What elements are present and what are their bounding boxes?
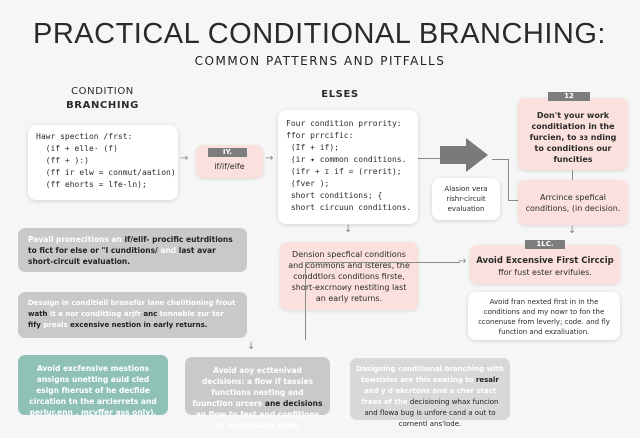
connector-line (305, 262, 460, 263)
bubble-text: decisioning whax funcion and flowa bug i… (364, 398, 499, 428)
note-box-short-circuit: Alasion vera rishr-circuit evaluation (432, 178, 500, 220)
code-box-condition: Hawr spection /frst: (if + elle· (f) (ff… (28, 125, 178, 200)
big-arrow-icon (440, 138, 488, 172)
bubble-teal-avoid: Avoid excfensive mestions ansigns unetti… (18, 355, 168, 417)
connector-line (305, 262, 306, 340)
badge-tag: IY. (208, 148, 247, 157)
connector-line (508, 200, 518, 201)
arrow-right-icon: → (265, 153, 274, 164)
bubble-text: Avoid aoy ecttenivad decisions: a flow i… (192, 366, 314, 408)
bubble-text: fify (28, 321, 41, 329)
pink-box-avoid: Avoid Excensive First Circcip ffor fust … (470, 245, 620, 284)
arrow-down-icon: ↓ (344, 224, 353, 235)
avoid-subtext: ffor fust ester ervifuies. (498, 267, 592, 277)
section-label-elses: ELSES (321, 89, 359, 100)
tag-1lc: 1LC. (525, 240, 565, 249)
bubble-text: Dessign in conditiell branefür lane chal… (28, 299, 236, 307)
bubble-designing: Dasigning conditional branching with tow… (350, 358, 510, 428)
arrow-down-icon: ↓ (247, 341, 256, 352)
bubble-text: tonnable zur tor (157, 310, 224, 318)
bubble-text: and (157, 246, 179, 255)
connector-line (572, 170, 573, 180)
bubble-text: preals (40, 321, 71, 329)
connector-line (492, 159, 508, 160)
bubble-text: and y d ekcrtons and a cher stact frees … (361, 387, 497, 406)
section-label-condition: CONDITION (71, 86, 134, 97)
white-box-nested: Avoid fran nexted first in in the condit… (468, 292, 620, 340)
bubble-text: wath (28, 310, 48, 318)
bubble-avoid-decisions: Avoid aoy ecttenivad decisions: a flow i… (185, 357, 330, 430)
tag-12: 12 (548, 92, 590, 101)
bubble-text: ane decisions (264, 399, 323, 408)
arrow-down-icon: ↓ (568, 225, 577, 236)
pink-box-specific: Arrcince spefical conditions, (in decisi… (518, 180, 628, 225)
avoid-heading: Avoid Excensive First Circcip (476, 255, 614, 266)
connector-line (418, 158, 440, 159)
bubble-text: it a nor conditting arjfr (47, 310, 144, 318)
bubble-if-elif: Pavall pronecitions an if/elif- procific… (18, 228, 247, 272)
code-box-elses: Four condition prrority: ffor prrcific: … (278, 110, 418, 224)
bubble-text: resalr (475, 376, 499, 384)
bubble-text: Pavall pronecitions an (28, 235, 125, 244)
section-label-branching: BRANCHING (66, 100, 139, 111)
pink-box-dont: Don't your work conditiation in the furc… (518, 98, 628, 170)
connector-line (508, 159, 509, 201)
bubble-text: an flow to fest and confitions an mainta… (195, 410, 320, 430)
page-title: PRACTICAL CONDITIONAL BRANCHING: (33, 18, 606, 50)
bubble-text: anc (143, 310, 158, 318)
bubble-text: Dasigning conditional branching with tow… (356, 365, 504, 384)
arrow-right-icon: → (180, 153, 189, 164)
bubble-text: excensive nestion in early returns. (70, 321, 208, 329)
bubble-text: last avar short-circuit evaluation. (28, 246, 216, 266)
pink-box-conditions: Dension specfical conditions and commons… (280, 242, 418, 310)
bubble-text: if/elif- procific eutrditions to fict fo… (28, 235, 233, 255)
bubble-design: Dessign in conditiell branefür lane chal… (18, 292, 247, 338)
page-subtitle: COMMON PATTERNS AND PITFALLS (194, 54, 446, 68)
badge-text: if/if/elfe (214, 162, 245, 171)
arrow-right-icon: → (458, 256, 467, 267)
